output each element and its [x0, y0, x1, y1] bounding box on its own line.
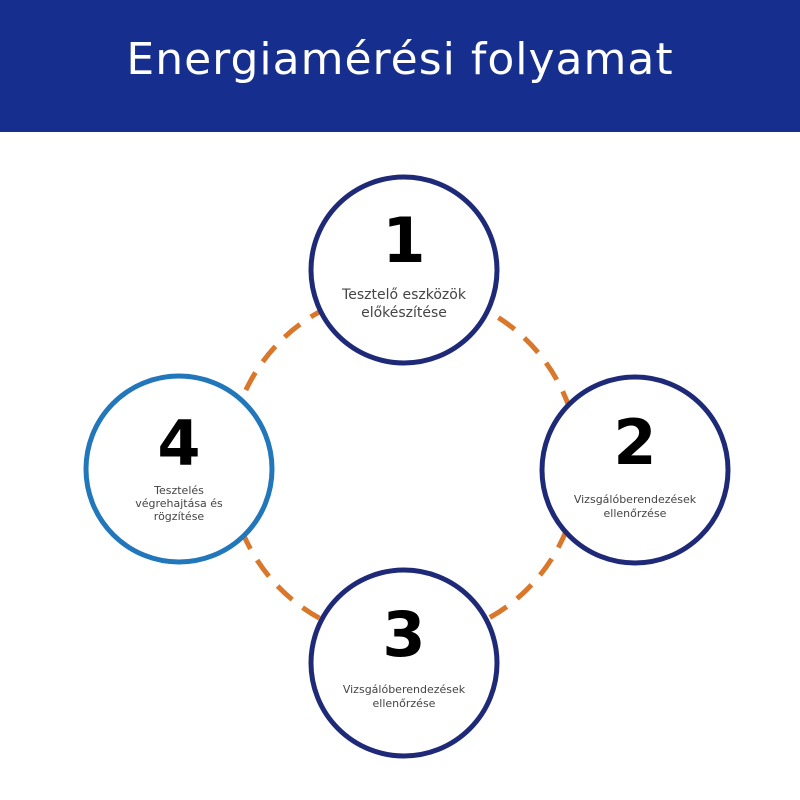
step-number: 3: [382, 598, 425, 671]
step-number: 4: [157, 407, 200, 480]
step-label-line: ellenőrzése: [373, 697, 436, 710]
step-label-line: előkészítése: [361, 305, 447, 321]
step-label-line: végrehajtása és: [135, 497, 223, 510]
page-title: Energiamérési folyamat: [126, 33, 674, 85]
step-number: 2: [613, 406, 656, 479]
step-label-line: rögzítése: [154, 510, 205, 523]
step-label-line: Tesztelő eszközök: [341, 287, 467, 303]
step-circle: [308, 567, 500, 759]
step-circle: [83, 373, 275, 565]
step-label-line: Vizsgálóberendezések: [574, 493, 697, 506]
step-circle: [539, 374, 731, 566]
header-banner: Energiamérési folyamat: [0, 0, 800, 132]
step-label-line: Tesztelés: [153, 484, 204, 497]
step-circle: [308, 174, 500, 366]
step-label-line: Vizsgálóberendezések: [343, 683, 466, 696]
step-number: 1: [382, 204, 425, 277]
step-label-line: ellenőrzése: [604, 507, 667, 520]
